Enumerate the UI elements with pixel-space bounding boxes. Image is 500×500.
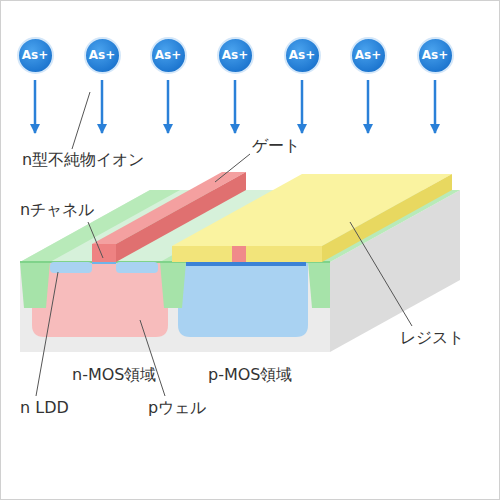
ion-label: As+: [355, 48, 381, 62]
callout-label: nチャネル: [20, 200, 94, 219]
gate-front: [92, 244, 116, 262]
isolation-trench: [20, 262, 50, 308]
callout-label: n LDD: [20, 398, 69, 417]
ion-label: As+: [22, 48, 48, 62]
isolation-trench: [308, 262, 330, 308]
ion-circle: As+: [17, 37, 54, 74]
ldd-region: [50, 262, 92, 273]
ion-label: As+: [89, 48, 115, 62]
resist-side: [322, 174, 452, 262]
ion-label: As+: [155, 48, 181, 62]
ion-arrows: [35, 80, 435, 133]
ion-label: As+: [289, 48, 315, 62]
n-well: [178, 263, 308, 337]
ion-circle: As+: [284, 37, 321, 74]
p-gate-section: [232, 246, 246, 262]
ion-circle: As+: [150, 37, 187, 74]
ion-label: As+: [222, 48, 248, 62]
callout-label: レジスト: [400, 328, 464, 347]
ion-circle: As+: [417, 37, 454, 74]
p-layer: [186, 262, 306, 266]
callout-label: ゲート: [252, 136, 300, 155]
ldd-region: [116, 262, 158, 273]
callout-label: pウェル: [148, 398, 206, 417]
isolation-trench: [160, 262, 186, 308]
callout-label: n型不純物イオン: [22, 150, 144, 169]
ion-circle: As+: [84, 37, 121, 74]
callout-label: p-MOS領域: [208, 365, 292, 384]
wafer-front: [20, 262, 330, 352]
ion-label: As+: [422, 48, 448, 62]
channel: [92, 262, 116, 264]
callout-label: n-MOS領域: [72, 365, 156, 384]
ion-circle: As+: [350, 37, 387, 74]
resist-front: [172, 246, 322, 262]
p-well: [32, 263, 168, 337]
leader-lines: [36, 92, 412, 396]
ion-circle: As+: [217, 37, 254, 74]
